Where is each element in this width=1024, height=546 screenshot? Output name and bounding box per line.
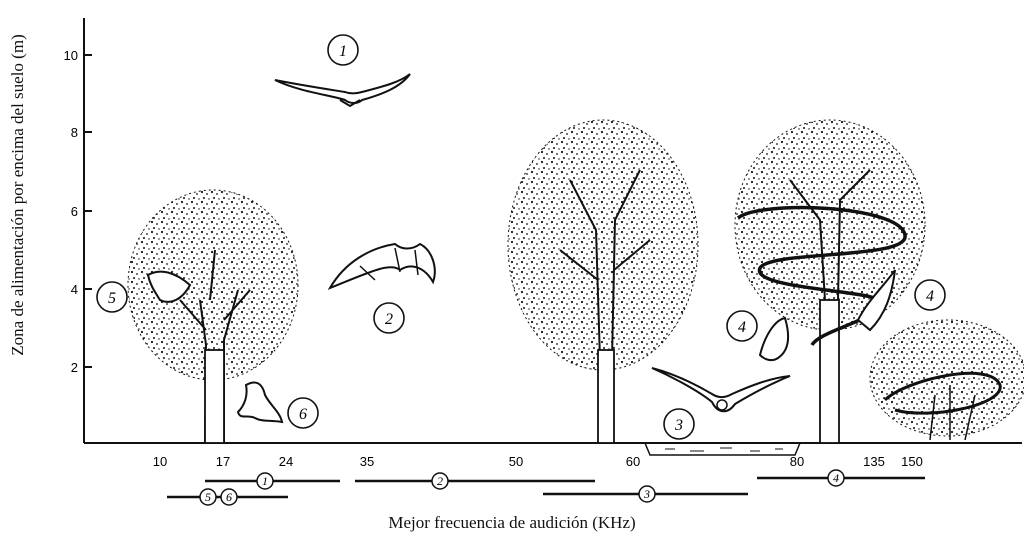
x-tick-label: 35 (360, 454, 374, 469)
x-tick-label: 17 (216, 454, 230, 469)
x-axis-label: Mejor frecuencia de audición (KHz) (0, 513, 1024, 533)
range-marker-2: 2 (432, 473, 448, 489)
range-marker-1: 1 (257, 473, 273, 489)
marker-1-label: 1 (339, 43, 347, 60)
marker-4b-label: 4 (926, 288, 934, 305)
range-marker-6-label: 6 (226, 490, 232, 504)
x-tick-label: 135 (863, 454, 885, 469)
water-icon (645, 443, 800, 455)
bat-2-icon (330, 244, 435, 288)
y-tick-label: 4 (71, 282, 78, 297)
x-tick-label: 80 (790, 454, 804, 469)
range-marker-5: 5 (200, 489, 216, 505)
y-tick-label: 8 (71, 125, 78, 140)
marker-4a: 4 (727, 311, 757, 341)
y-tick-label: 2 (71, 360, 78, 375)
x-tick-label: 60 (626, 454, 640, 469)
x-tick-label: 10 (153, 454, 167, 469)
marker-3-label: 3 (674, 417, 683, 434)
range-marker-5-label: 5 (205, 490, 211, 504)
range-marker-3: 3 (639, 486, 655, 502)
tree-middle-icon (508, 120, 698, 443)
range-marker-4: 4 (828, 470, 844, 486)
bush-icon (870, 320, 1024, 440)
range-marker-3-label: 3 (643, 487, 650, 501)
y-tick-label: 10 (64, 48, 78, 63)
bat-6-icon (238, 382, 282, 422)
range-marker-2-label: 2 (437, 474, 443, 488)
x-tick-label: 150 (901, 454, 923, 469)
marker-6: 6 (288, 398, 318, 428)
bat-1-icon (275, 74, 410, 106)
y-axis (84, 18, 92, 443)
y-tick-label: 6 (71, 204, 78, 219)
x-tick-label: 24 (279, 454, 293, 469)
marker-3: 3 (664, 409, 694, 439)
marker-1: 1 (328, 35, 358, 65)
marker-2: 2 (374, 303, 404, 333)
y-axis-label: Zona de alimentación por encima del suel… (3, 0, 33, 468)
marker-6-label: 6 (299, 406, 307, 423)
range-marker-4-label: 4 (833, 471, 839, 485)
bat-3-icon (652, 368, 790, 411)
range-marker-1-label: 1 (262, 474, 268, 488)
marker-4a-label: 4 (738, 319, 746, 336)
marker-5: 5 (97, 282, 127, 312)
range-marker-6: 6 (221, 489, 237, 505)
marker-5-label: 5 (108, 290, 116, 307)
marker-2-label: 2 (385, 311, 393, 328)
x-tick-label: 50 (509, 454, 523, 469)
marker-4b: 4 (915, 280, 945, 310)
